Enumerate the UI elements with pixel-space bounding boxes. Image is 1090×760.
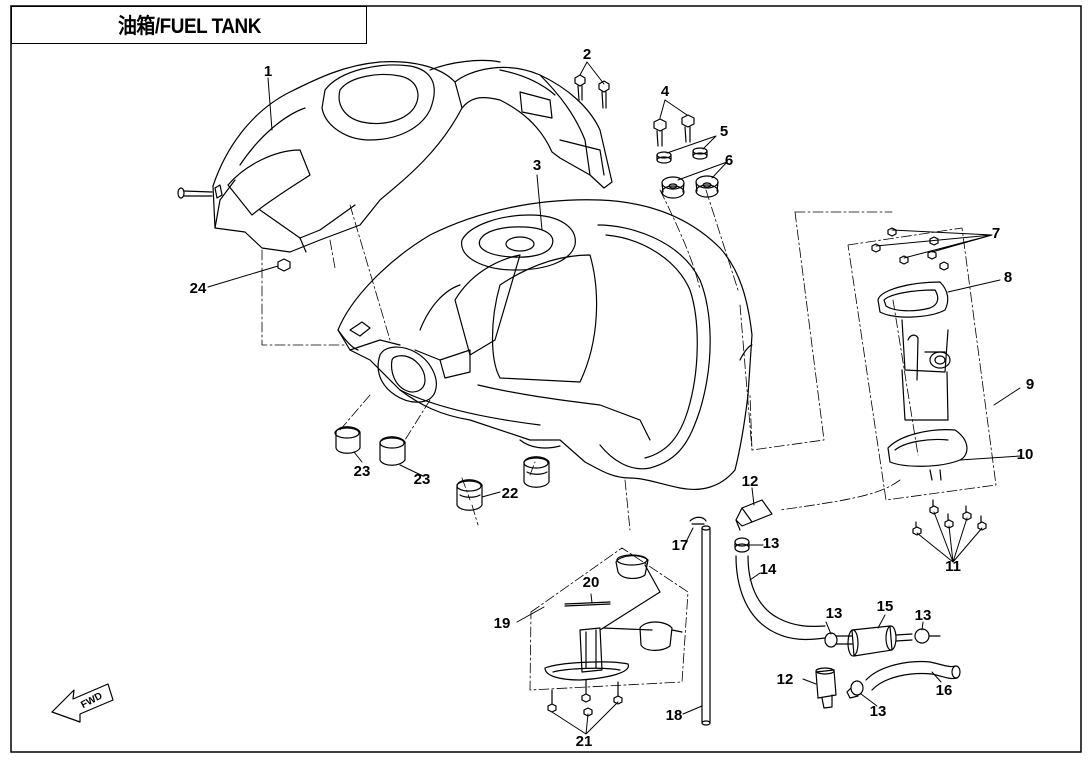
callout-11: 11 <box>945 558 961 575</box>
callout-6: 6 <box>725 152 733 169</box>
fwd-arrow-icon <box>51 683 114 723</box>
assembly-lines <box>261 189 919 531</box>
callout-16: 16 <box>936 682 953 699</box>
callout-23: 23 <box>354 463 371 480</box>
callout-18: 18 <box>666 707 683 724</box>
fwd-label: FWD <box>79 691 104 711</box>
callout-21: 21 <box>576 733 593 750</box>
callout-23b: 23 <box>414 471 431 488</box>
hose-16-part <box>865 660 961 691</box>
fuel-sensor-19-part <box>529 547 689 717</box>
callout-14: 14 <box>760 561 777 578</box>
fuel-pump-part <box>847 227 997 536</box>
callout-2: 2 <box>583 46 591 63</box>
clamp-13-part <box>734 537 750 553</box>
callout-10: 10 <box>1017 446 1034 463</box>
bushing-23-part <box>334 426 406 466</box>
callout-3: 3 <box>533 157 541 174</box>
callout-13d: 13 <box>870 703 887 720</box>
callout-1: 1 <box>264 63 272 80</box>
elbow-12-part <box>735 499 773 531</box>
collar-5-part <box>656 147 708 164</box>
tank-cover-part <box>212 59 613 253</box>
callout-17: 17 <box>672 537 689 554</box>
diagram-frame <box>10 5 1082 753</box>
callout-20: 20 <box>583 574 600 591</box>
callout-13b: 13 <box>826 605 843 622</box>
elbow-12-lower-part <box>815 667 837 709</box>
callout-4: 4 <box>661 83 670 100</box>
diagram-title-box: 油箱/FUEL TANK <box>11 6 367 44</box>
rubber-6-part <box>661 175 719 199</box>
rubber-mount-22-part <box>456 456 550 511</box>
bolt-4-part <box>653 114 695 147</box>
callout-7: 7 <box>992 225 1000 242</box>
fuel-filter-15-part <box>824 625 941 657</box>
hose-14-part <box>735 555 826 641</box>
callout-9: 9 <box>1026 376 1034 393</box>
callout-12: 12 <box>742 473 759 490</box>
callout-19: 19 <box>494 615 511 632</box>
callout-24: 24 <box>190 280 207 297</box>
clamp-13-lower-part <box>846 680 864 699</box>
diagram-title: 油箱/FUEL TANK <box>117 15 261 38</box>
callout-13: 13 <box>763 535 780 552</box>
callout-22: 22 <box>502 485 519 502</box>
callout-5: 5 <box>720 123 728 140</box>
callout-12b: 12 <box>777 671 794 688</box>
callout-15: 15 <box>877 598 894 615</box>
callout-8: 8 <box>1004 269 1012 286</box>
bolt-11-part <box>912 499 987 536</box>
callout-13c: 13 <box>915 607 932 624</box>
tube-18-part <box>701 525 711 726</box>
leader-lines <box>207 61 1021 735</box>
screw-24-part <box>177 187 291 272</box>
fuel-tank-part <box>337 199 753 491</box>
clip-17-part <box>689 516 707 525</box>
screw-21-part <box>547 679 623 717</box>
callout-labels: 1 2 3 4 5 6 7 8 9 10 11 12 13 14 15 16 1… <box>190 46 1035 750</box>
